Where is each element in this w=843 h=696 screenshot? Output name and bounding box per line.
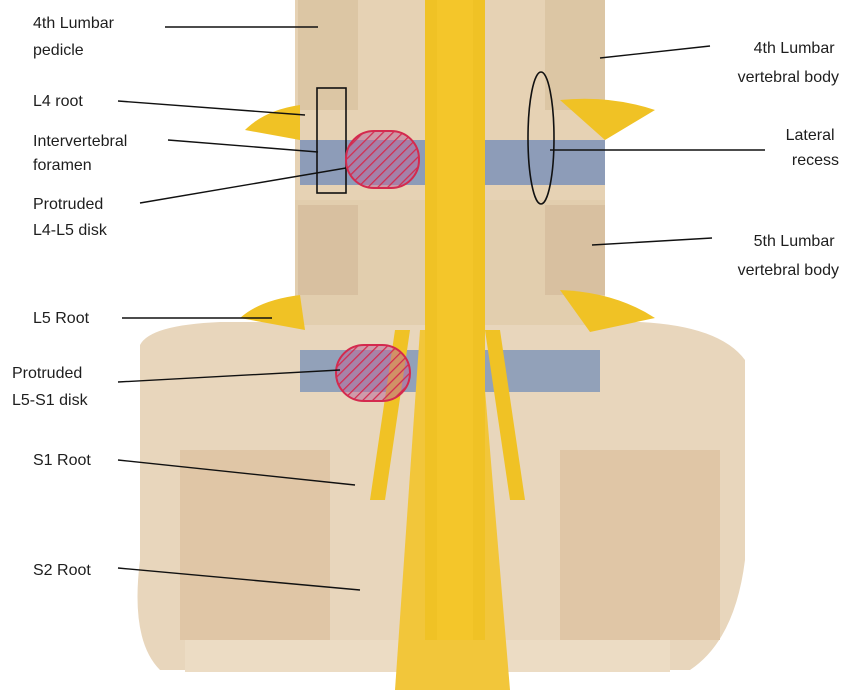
label-protruded-l5s1: Protruded L5-S1 disk [12, 365, 89, 409]
l4-left-pedicle [298, 0, 358, 110]
label-l4-body: 4th Lumbar vertebral body [738, 40, 839, 86]
label-l5-root: L5 Root [33, 310, 90, 327]
l4-root-shape [245, 105, 300, 140]
l5-left-pedicle [298, 205, 358, 295]
label-protruded-l4l5: Protruded L4-L5 disk [33, 196, 108, 239]
protruded-l5-s1-disk [336, 345, 410, 401]
label-s2-root: S2 Root [33, 562, 91, 579]
l4-right-body [545, 0, 605, 110]
leader-l5-body [592, 238, 712, 245]
leader-l4-root [118, 101, 305, 115]
label-s1-root: S1 Root [33, 452, 91, 469]
sacral-block-left [180, 450, 330, 640]
label-l4-pedicle: 4th Lumbar pedicle [33, 15, 118, 59]
leader-l4-body [600, 46, 710, 58]
protruded-l4-l5-disk [346, 131, 419, 188]
label-l4-root: L4 root [33, 93, 83, 110]
l5-right-body [545, 205, 605, 295]
sacral-block-right [560, 450, 720, 640]
label-lateral-recess: Lateral recess [786, 127, 839, 169]
label-l5-body: 5th Lumbar vertebral body [738, 233, 839, 279]
spine-illustration [138, 0, 746, 690]
label-foramen: Intervertebral foramen [33, 133, 132, 174]
dural-sac-core [437, 0, 473, 640]
